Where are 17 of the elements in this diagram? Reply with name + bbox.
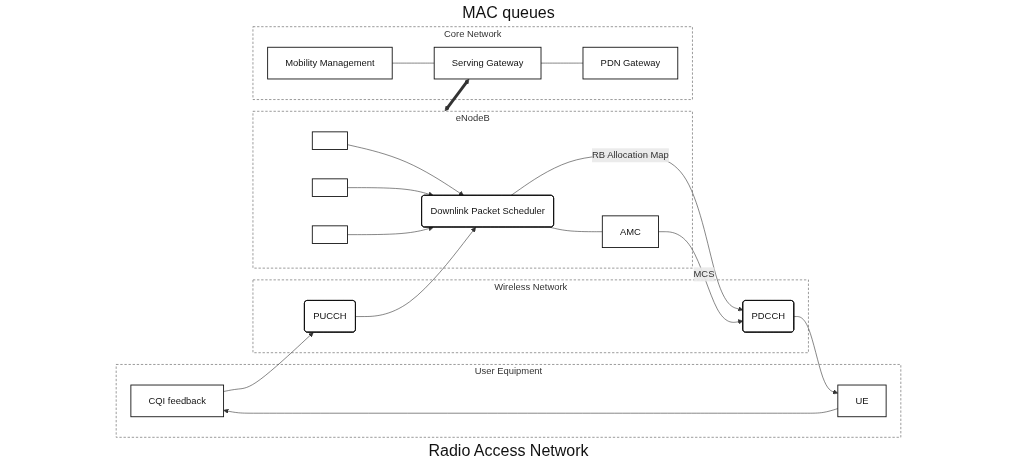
edge-label: RB Allocation Map	[591, 150, 669, 161]
connector	[540, 62, 584, 64]
node-box	[311, 225, 348, 244]
arrow	[444, 78, 470, 112]
edge-label: MCS	[693, 269, 715, 280]
node-box: CQI feedback	[130, 384, 224, 418]
node-box: UE	[837, 384, 887, 418]
node-box: Mobility Management	[267, 46, 393, 80]
section-label: Radio Access Network	[428, 442, 589, 460]
connector	[549, 227, 603, 232]
node-box: AMC	[601, 215, 659, 248]
connector	[391, 62, 435, 64]
node-box: PDN Gateway	[582, 46, 679, 80]
node-box	[311, 178, 348, 197]
node-box	[311, 131, 348, 150]
section-label: MAC queues	[462, 4, 555, 22]
node-box: Serving Gateway	[433, 46, 542, 80]
